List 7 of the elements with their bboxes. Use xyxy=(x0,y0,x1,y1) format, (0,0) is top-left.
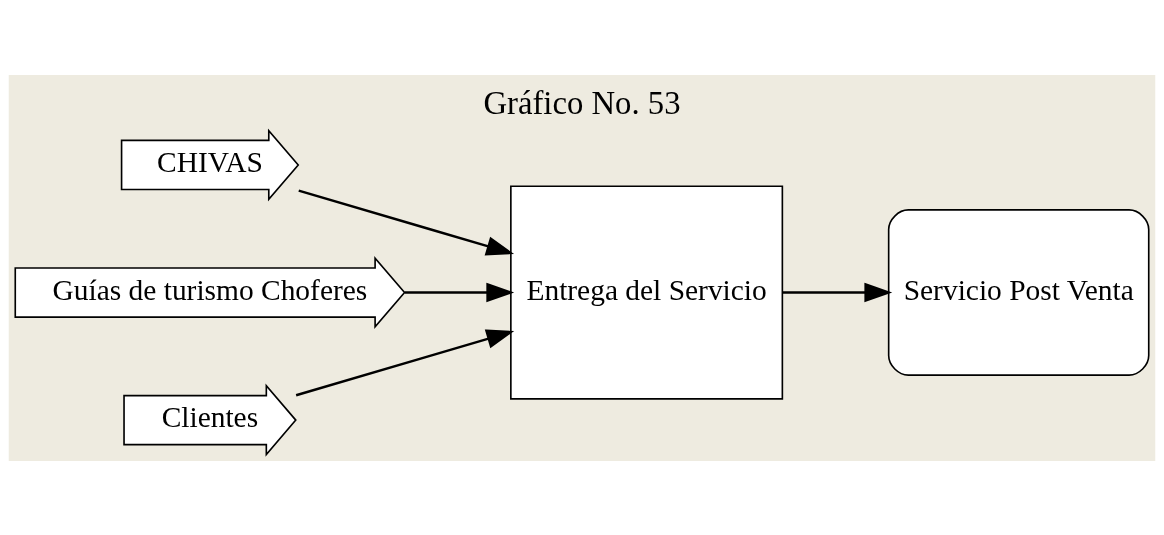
arrow xyxy=(404,282,515,302)
node-box: Entrega del Servicio xyxy=(510,184,784,400)
arrow xyxy=(782,282,893,302)
arrow xyxy=(295,329,515,396)
arrow xyxy=(298,188,515,255)
diagram-title: Gráfico No. 53 xyxy=(483,84,681,121)
node-box: Servicio Post Venta xyxy=(887,208,1150,376)
